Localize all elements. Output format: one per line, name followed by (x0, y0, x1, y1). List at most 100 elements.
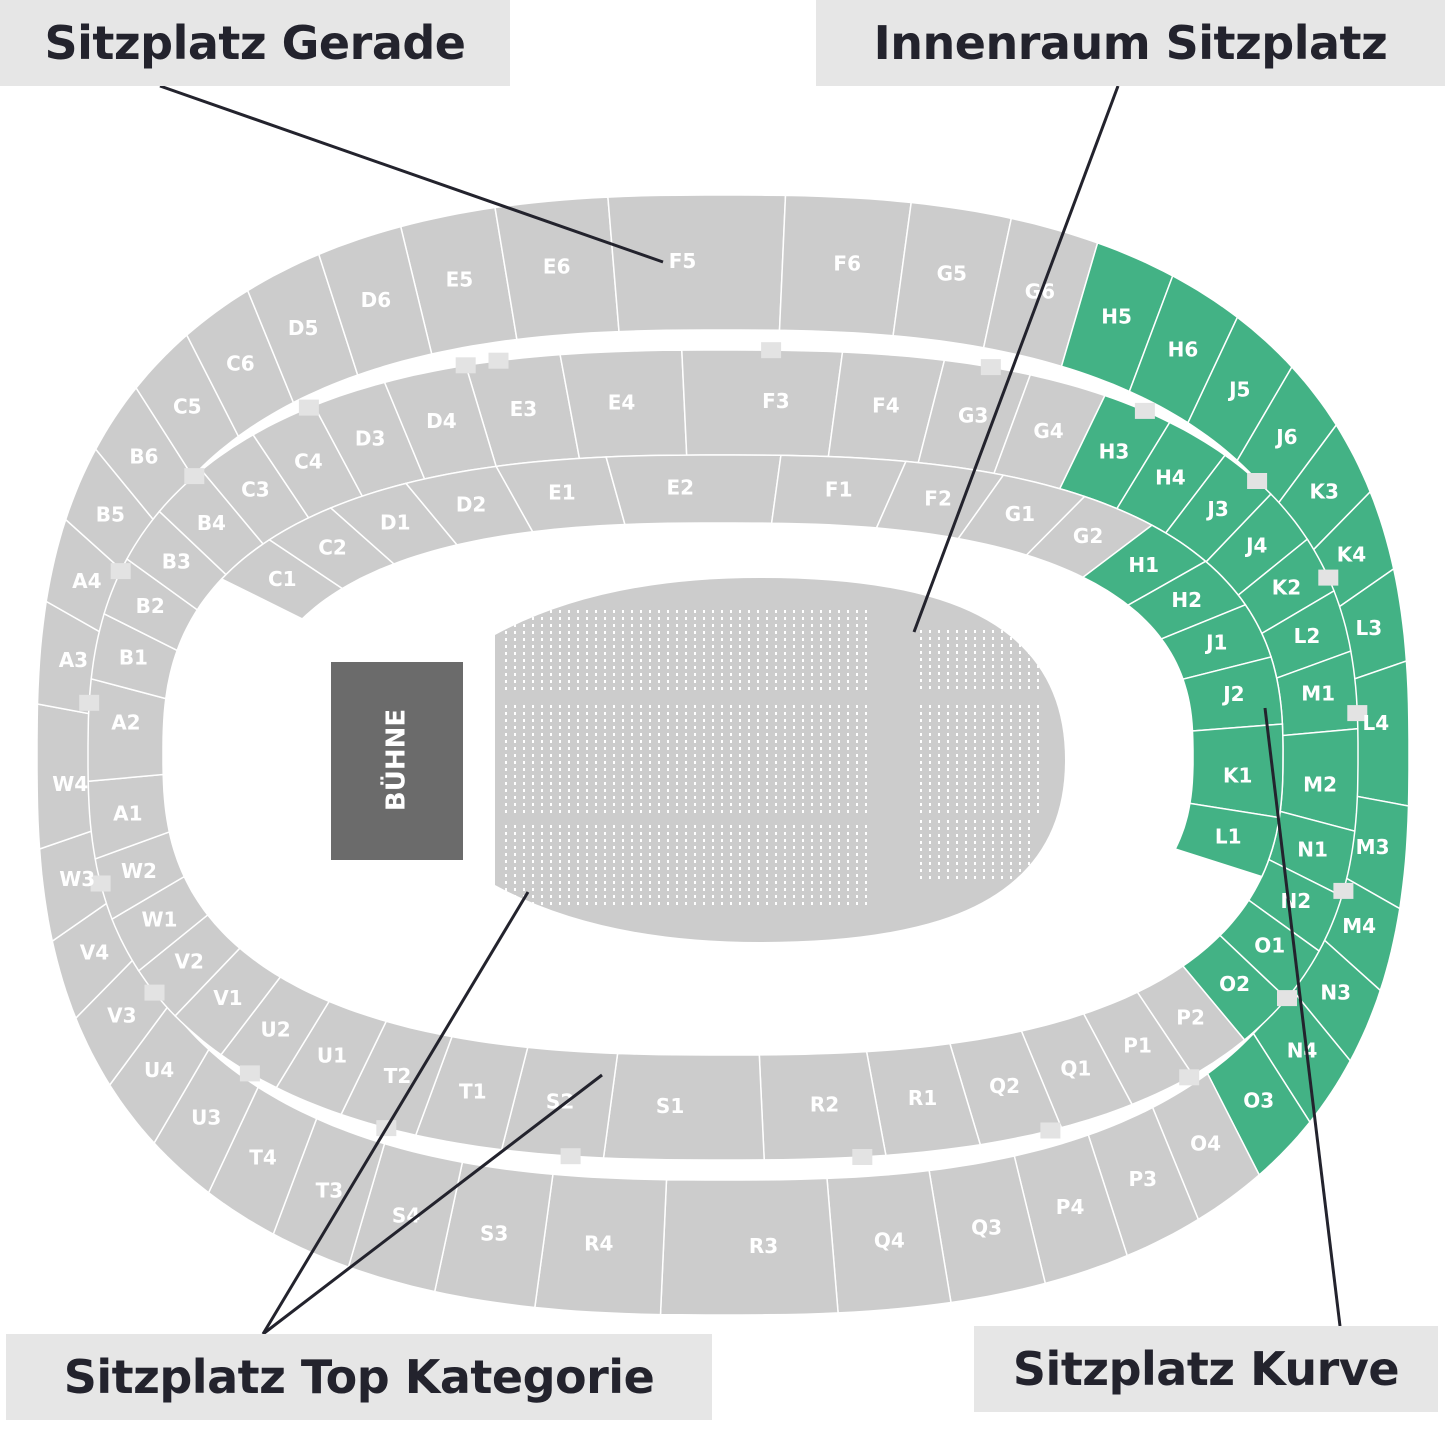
floor-seat-dot (541, 853, 543, 856)
floor-seat-dot (838, 712, 840, 715)
floor-seat-dot (1001, 775, 1003, 778)
floor-seat-dot (838, 673, 840, 676)
floor-seat-dot (1028, 637, 1030, 640)
floor-seat-dot (703, 687, 705, 690)
floor-seat-dot (793, 610, 795, 613)
floor-seat-dot (929, 869, 931, 872)
floor-seat-dot (613, 610, 615, 613)
floor-seat-dot (856, 874, 858, 877)
seat-section-d6[interactable] (317, 225, 433, 377)
floor-seat-dot (523, 747, 525, 750)
floor-seat-dot (992, 820, 994, 823)
seat-section-l1[interactable] (1174, 802, 1281, 878)
floor-seat-dot (586, 832, 588, 835)
floor-seat-dot (595, 652, 597, 655)
floor-seat-dot (1028, 733, 1030, 736)
floor-seat-dot (947, 789, 949, 792)
floor-seat-dot (550, 726, 552, 729)
seat-section-f5[interactable] (607, 194, 787, 333)
floor-seat-dot (730, 726, 732, 729)
floor-seat-dot (1001, 754, 1003, 757)
floor-seat-dot (929, 726, 931, 729)
floor-seat-dot (802, 867, 804, 870)
floor-seat-dot (965, 827, 967, 830)
arena-floor[interactable] (495, 578, 1065, 942)
floor-seat-dot (1010, 775, 1012, 778)
floor-seat-dot (793, 673, 795, 676)
floor-seat-dot (676, 726, 678, 729)
floor-seat-dot (640, 881, 642, 884)
floor-seat-dot (505, 631, 507, 634)
floor-seat-dot (929, 775, 931, 778)
floor-seat-dot (856, 825, 858, 828)
floor-seat-dot (775, 867, 777, 870)
floor-seat-dot (983, 719, 985, 722)
section-label-q1: Q1 (1060, 1056, 1091, 1080)
floor-seat-dot (658, 860, 660, 863)
floor-seat-dot (640, 796, 642, 799)
floor-seat-dot (685, 719, 687, 722)
floor-seat-dot (1019, 644, 1021, 647)
section-label-j5: J5 (1227, 378, 1250, 402)
floor-seat-dot (703, 680, 705, 683)
floor-seat-dot (766, 631, 768, 634)
floor-seat-dot (920, 712, 922, 715)
floor-seat-dot (631, 719, 633, 722)
floor-seat-dot (956, 705, 958, 708)
floor-seat-dot (523, 796, 525, 799)
floor-seat-dot (685, 846, 687, 849)
floor-seat-dot (694, 860, 696, 863)
floor-seat-dot (721, 726, 723, 729)
floor-seat-dot (802, 803, 804, 806)
floor-seat-dot (1010, 869, 1012, 872)
floor-seat-dot (838, 645, 840, 648)
floor-seat-dot (992, 841, 994, 844)
floor-seat-dot (658, 673, 660, 676)
floor-seat-dot (586, 666, 588, 669)
floor-seat-dot (802, 673, 804, 676)
floor-seat-dot (802, 719, 804, 722)
floor-seat-dot (613, 617, 615, 620)
floor-seat-dot (793, 796, 795, 799)
floor-seat-dot (586, 680, 588, 683)
floor-seat-dot (604, 659, 606, 662)
floor-seat-dot (838, 803, 840, 806)
floor-seat-dot (965, 796, 967, 799)
section-label-l1: L1 (1215, 825, 1242, 849)
floor-seat-dot (604, 719, 606, 722)
floor-seat-dot (595, 775, 597, 778)
arena-floor-area[interactable] (495, 578, 1065, 942)
floor-seat-dot (595, 895, 597, 898)
floor-seat-dot (847, 874, 849, 877)
floor-seat-dot (1028, 810, 1030, 813)
floor-seat-dot (965, 775, 967, 778)
floor-seat-dot (811, 874, 813, 877)
floor-seat-dot (983, 869, 985, 872)
floor-seat-dot (640, 719, 642, 722)
floor-seat-dot (775, 846, 777, 849)
floor-seat-dot (532, 825, 534, 828)
floor-seat-dot (838, 719, 840, 722)
floor-seat-dot (784, 740, 786, 743)
floor-seat-dot (532, 659, 534, 662)
floor-seat-dot (757, 860, 759, 863)
floor-seat-dot (595, 825, 597, 828)
floor-seat-dot (974, 876, 976, 879)
floor-seat-dot (802, 895, 804, 898)
floor-seat-dot (613, 888, 615, 891)
floor-seat-dot (505, 867, 507, 870)
floor-seat-dot (523, 867, 525, 870)
floor-seat-dot (604, 846, 606, 849)
section-label-d6: D6 (361, 288, 392, 312)
floor-seat-dot (784, 775, 786, 778)
floor-seat-dot (685, 853, 687, 856)
floor-seat-dot (622, 782, 624, 785)
floor-seat-dot (947, 796, 949, 799)
floor-seat-dot (766, 782, 768, 785)
floor-seat-dot (856, 726, 858, 729)
floor-seat-dot (847, 631, 849, 634)
floor-seat-dot (559, 719, 561, 722)
seat-section-d2[interactable] (404, 465, 534, 546)
floor-seat-dot (505, 726, 507, 729)
floor-seat-dot (1010, 820, 1012, 823)
